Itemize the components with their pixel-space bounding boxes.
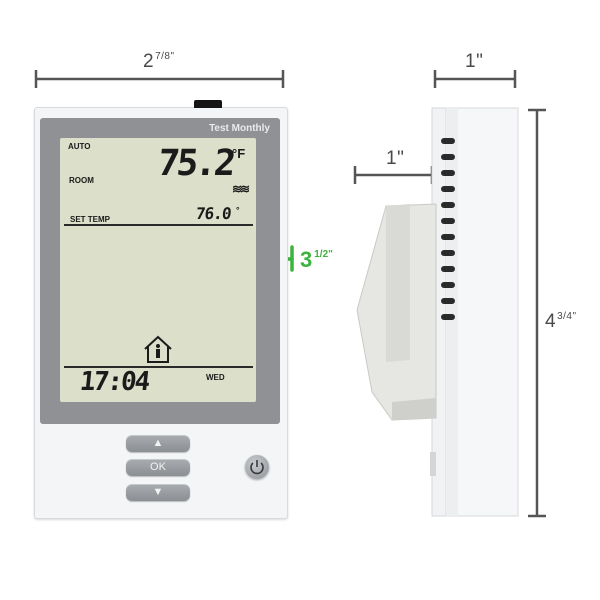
clock-time: 17:04 <box>78 367 150 397</box>
depth-label: 1" <box>465 51 484 72</box>
depth-dimension-line <box>433 70 517 88</box>
width-dimension-line <box>34 70 285 88</box>
height-dimension-line <box>528 108 546 518</box>
mount-tab <box>194 100 222 108</box>
day-label: WED <box>206 373 225 382</box>
set-temperature-unit: ° <box>236 205 240 215</box>
ok-button[interactable]: OK <box>126 459 190 476</box>
lcd-divider-bottom <box>64 366 253 368</box>
protrusion-label: 1" <box>386 148 405 169</box>
power-icon <box>250 460 264 475</box>
width-label: 27/8" <box>143 51 175 72</box>
heat-waves-icon: ≋≋ <box>232 182 250 196</box>
room-temperature-unit: °F <box>232 146 246 161</box>
height-label: 43/4" <box>545 311 577 332</box>
room-label: ROOM <box>69 176 94 185</box>
power-button[interactable] <box>245 455 269 479</box>
lcd-divider-top <box>64 224 253 226</box>
up-button[interactable]: ▲ <box>126 435 190 452</box>
mode-label: AUTO <box>68 142 91 151</box>
down-button[interactable]: ▼ <box>126 484 190 501</box>
side-profile <box>356 107 519 517</box>
brand-label: Test Monthly <box>209 123 270 134</box>
set-temp-label: SET TEMP <box>70 215 111 224</box>
